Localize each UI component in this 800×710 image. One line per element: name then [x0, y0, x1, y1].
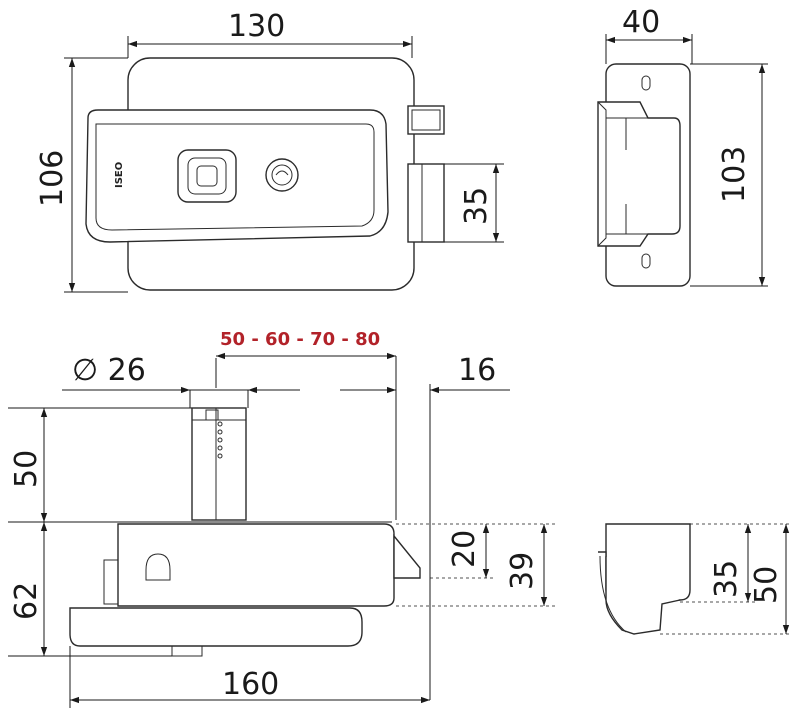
keeper-bottom-view: 35 50 — [598, 523, 792, 635]
dimension-20-label: 20 — [447, 530, 482, 568]
backset-options-label: 50 - 60 - 70 - 80 — [220, 329, 380, 350]
dimension-keeper-inner — [680, 523, 792, 603]
dimension-130-label: 130 — [228, 9, 285, 44]
dimension-62-label: 62 — [9, 582, 44, 620]
dimension-35-keeper-label: 35 — [709, 560, 744, 598]
front-view: ISEO 130 106 35 — [35, 9, 504, 293]
lock-front-body — [85, 57, 445, 291]
key-cylinder-icon — [265, 158, 299, 192]
side-view: 40 103 — [597, 5, 768, 287]
dimension-103-label: 103 — [717, 146, 752, 203]
dimension-backset — [215, 352, 397, 520]
keeper-bottom-body — [598, 523, 691, 635]
dimension-bolt-height — [444, 163, 504, 243]
dimension-35-front-label: 35 — [459, 187, 494, 225]
push-button-icon — [177, 149, 237, 203]
dimension-body-depth — [8, 522, 172, 657]
brand-label: ISEO — [114, 162, 125, 188]
dimension-front-height — [64, 57, 128, 293]
dimension-50-cylinder-label: 50 — [9, 450, 44, 488]
cylinder-body — [191, 407, 247, 521]
dimension-side-width — [605, 34, 693, 64]
dimension-total-length — [69, 646, 430, 708]
dimension-bolt-projection — [340, 384, 510, 700]
dimension-cylinder-length — [8, 407, 392, 523]
dimension-diameter-label: ∅ 26 — [72, 353, 146, 388]
dimension-16-label: 16 — [458, 353, 496, 388]
dimension-cylinder-diameter — [62, 386, 300, 408]
dimension-106-label: 106 — [35, 150, 70, 207]
keeper-side-body — [597, 63, 691, 287]
bottom-view: 50 - 60 - 70 - 80 ∅ 26 16 — [8, 329, 556, 708]
dimension-front-width — [127, 36, 413, 58]
lock-bottom-body — [69, 523, 421, 657]
dimension-side-height — [690, 63, 768, 287]
dimension-160-label: 160 — [222, 667, 279, 702]
dimension-50-keeper-label: 50 — [749, 566, 784, 604]
dimension-keeper-outer — [660, 524, 792, 635]
dimension-39-label: 39 — [505, 552, 540, 590]
dimension-40-label: 40 — [622, 5, 660, 40]
